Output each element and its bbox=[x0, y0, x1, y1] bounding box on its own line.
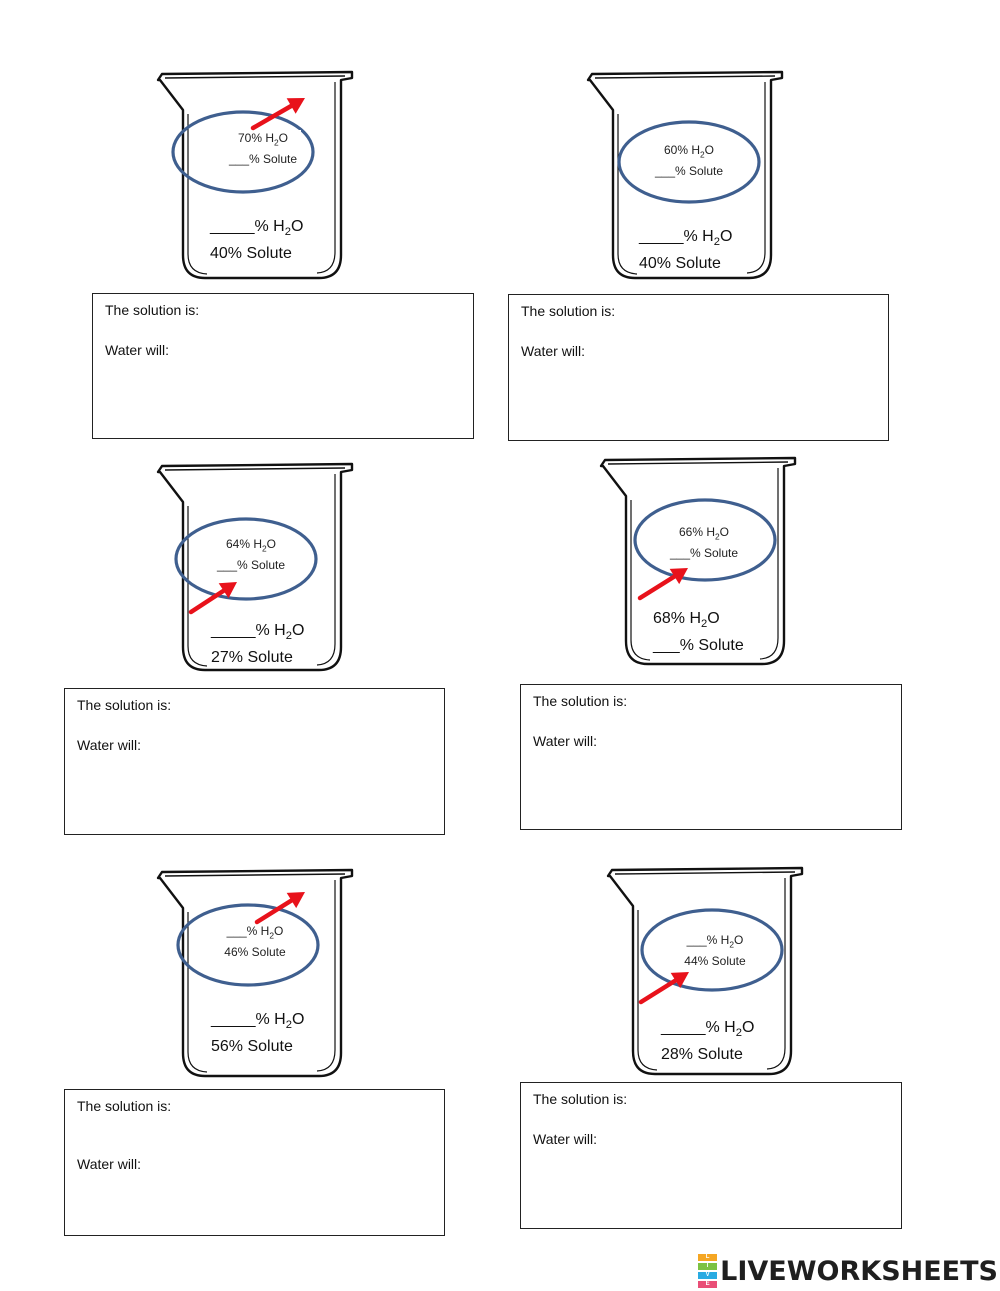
solution-is-label: The solution is: bbox=[533, 1091, 628, 1107]
cell-icon bbox=[640, 908, 784, 992]
cell-label: 70% H2O ___% Solute bbox=[225, 130, 301, 169]
cell-icon bbox=[633, 498, 777, 582]
beaker-water-line: _____% H2O bbox=[661, 1019, 755, 1040]
solution-is-input[interactable] bbox=[185, 696, 432, 716]
beaker-outline-icon bbox=[156, 70, 354, 280]
cell-solute-line: ___% Solute bbox=[228, 152, 298, 167]
beaker-solute-line: 56% Solute bbox=[211, 1038, 293, 1056]
water-will-input[interactable] bbox=[193, 341, 461, 419]
answer-box-1: The solution is: Water will: bbox=[92, 293, 474, 439]
beaker-solute-line: 40% Solute bbox=[210, 245, 292, 263]
solution-is-label: The solution is: bbox=[521, 303, 616, 319]
subscript-2: 2 bbox=[713, 236, 720, 249]
subscript-2: 2 bbox=[285, 630, 292, 643]
solution-is-label: The solution is: bbox=[77, 697, 172, 713]
cell-solute-line: ___% Solute bbox=[654, 164, 724, 179]
beaker-outline-icon bbox=[156, 868, 354, 1078]
beaker-solution-label: _____% H2O 40% Solute bbox=[639, 226, 732, 274]
water-will-input[interactable] bbox=[165, 736, 432, 814]
subscript-2: 2 bbox=[735, 1027, 742, 1040]
beaker-solute-line: 28% Solute bbox=[661, 1046, 743, 1064]
beaker-outline-icon bbox=[599, 456, 797, 666]
cell-solute-line: 46% Solute bbox=[224, 945, 286, 960]
beaker-solute-line: ___% Solute bbox=[653, 637, 744, 655]
beaker-water-line: _____% H2O bbox=[639, 228, 733, 249]
cell-water-line: 60% H2O bbox=[663, 143, 715, 160]
answer-box-2: The solution is: Water will: bbox=[508, 294, 889, 441]
cell-label: ___% H2O 44% Solute bbox=[677, 932, 753, 971]
cell-icon bbox=[617, 120, 761, 204]
water-will-label: Water will: bbox=[521, 343, 586, 359]
beaker-outline-icon bbox=[156, 462, 354, 672]
red-arrow-icon bbox=[188, 582, 237, 615]
water-will-label: Water will: bbox=[77, 1156, 142, 1172]
cell-water-line: 64% H2O bbox=[225, 537, 277, 554]
beaker-solute-line: 40% Solute bbox=[639, 255, 721, 273]
cell-label: 66% H2O ___% Solute bbox=[666, 524, 742, 563]
cell-icon bbox=[176, 903, 320, 987]
cell-icon bbox=[174, 517, 318, 601]
beaker-2: 60% H2O ___% Solute _____% H2O 40% Solute bbox=[585, 70, 785, 285]
solution-is-input[interactable] bbox=[185, 1097, 432, 1117]
beaker-1: 70% H2O ___% Solute _____% H2O 40% Solute bbox=[155, 70, 355, 285]
water-will-input[interactable] bbox=[609, 342, 876, 420]
water-will-label: Water will: bbox=[533, 1131, 598, 1147]
beaker-solute-line: 27% Solute bbox=[211, 649, 293, 667]
beaker-water-line: _____% H2O bbox=[211, 1011, 305, 1032]
liveworksheets-mark-icon: L I V E bbox=[698, 1253, 718, 1289]
cell-solute-line: ___% Solute bbox=[669, 546, 739, 561]
solution-is-label: The solution is: bbox=[77, 1098, 172, 1114]
cell-water-line: 70% H2O bbox=[237, 131, 289, 148]
cell-water-line: ___% H2O bbox=[226, 924, 284, 941]
beaker-6: ___% H2O 44% Solute _____% H2O 28% Solute bbox=[605, 866, 805, 1081]
cell-water-line: ___% H2O bbox=[686, 933, 744, 950]
beaker-outline-icon bbox=[606, 866, 804, 1076]
solution-is-input[interactable] bbox=[641, 1090, 889, 1110]
water-will-label: Water will: bbox=[105, 342, 170, 358]
beaker-water-line: 68% H2O bbox=[653, 610, 720, 631]
water-will-label: Water will: bbox=[533, 733, 598, 749]
beaker-water-line: _____% H2O bbox=[211, 622, 305, 643]
answer-box-3: The solution is: Water will: bbox=[64, 688, 445, 835]
solution-is-label: The solution is: bbox=[105, 302, 200, 318]
cell-solute-line: ___% Solute bbox=[216, 558, 286, 573]
red-arrow-icon bbox=[250, 98, 305, 131]
solution-is-input[interactable] bbox=[641, 692, 889, 712]
beaker-4: 66% H2O ___% Solute 68% H2O ___% Solute bbox=[598, 456, 798, 671]
subscript-2: 2 bbox=[284, 226, 291, 239]
water-will-input[interactable] bbox=[621, 732, 889, 810]
beaker-solution-label: _____% H2O 56% Solute bbox=[211, 1009, 304, 1057]
solution-is-label: The solution is: bbox=[533, 693, 628, 709]
beaker-solution-label: _____% H2O 28% Solute bbox=[661, 1017, 754, 1065]
beaker-solution-label: 68% H2O ___% Solute bbox=[653, 608, 744, 656]
water-will-label: Water will: bbox=[77, 737, 142, 753]
cell-label: 60% H2O ___% Solute bbox=[651, 142, 727, 181]
solution-is-input[interactable] bbox=[629, 302, 876, 322]
cell-label: ___% H2O 46% Solute bbox=[217, 923, 293, 962]
beaker-3: 64% H2O ___% Solute _____% H2O 27% Solute bbox=[155, 462, 355, 677]
red-arrow-icon bbox=[254, 892, 305, 925]
answer-box-5: The solution is: Water will: bbox=[64, 1089, 445, 1236]
liveworksheets-logo: L I V E LIVEWORKSHEETS bbox=[698, 1253, 998, 1289]
beaker-water-line: _____% H2O bbox=[210, 218, 304, 239]
subscript-2: 2 bbox=[285, 1019, 292, 1032]
cell-solute-line: 44% Solute bbox=[684, 954, 746, 969]
red-arrow-icon bbox=[637, 568, 688, 601]
red-arrow-icon bbox=[638, 972, 689, 1005]
subscript-2: 2 bbox=[701, 618, 708, 631]
water-will-input[interactable] bbox=[621, 1130, 889, 1208]
brand-name: LIVEWORKSHEETS bbox=[720, 1255, 998, 1287]
beaker-solution-label: _____% H2O 40% Solute bbox=[210, 216, 303, 264]
cell-label: 64% H2O ___% Solute bbox=[213, 536, 289, 575]
beaker-outline-icon bbox=[586, 70, 784, 280]
answer-box-4: The solution is: Water will: bbox=[520, 684, 902, 830]
answer-box-6: The solution is: Water will: bbox=[520, 1082, 902, 1229]
cell-water-line: 66% H2O bbox=[678, 525, 730, 542]
beaker-solution-label: _____% H2O 27% Solute bbox=[211, 620, 304, 668]
beaker-5: ___% H2O 46% Solute _____% H2O 56% Solute bbox=[155, 868, 355, 1083]
solution-is-input[interactable] bbox=[213, 301, 461, 321]
water-will-input[interactable] bbox=[165, 1155, 432, 1215]
cell-icon bbox=[171, 110, 315, 194]
